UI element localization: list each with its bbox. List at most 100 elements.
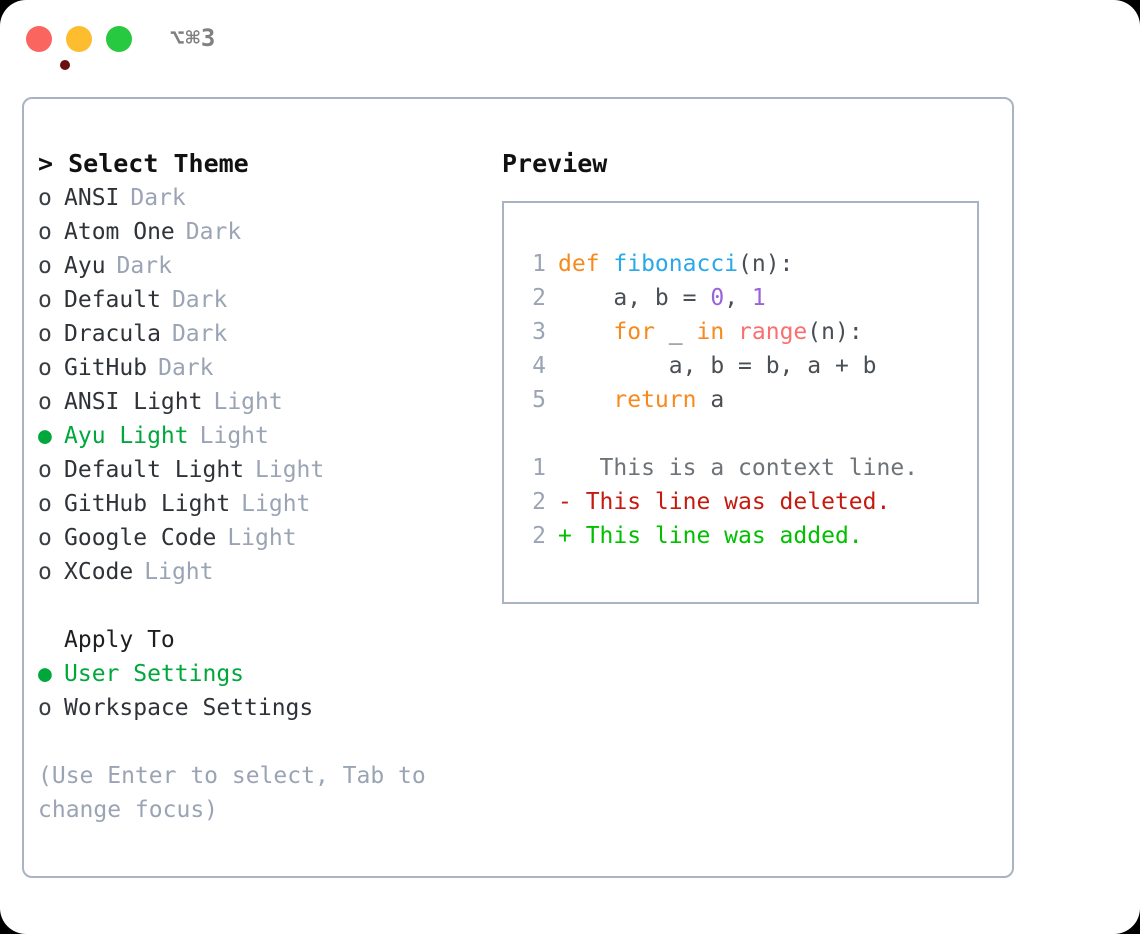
theme-item-tag: Light	[255, 457, 325, 483]
theme-item-tag: Dark	[171, 287, 228, 313]
line-number: 1	[532, 251, 546, 277]
section-spacer	[38, 589, 478, 623]
theme-item-label: Default Light	[64, 457, 245, 483]
theme-item-tag: Light	[199, 423, 269, 449]
theme-item-default[interactable]: o Default Dark	[38, 283, 478, 317]
apply-to-list[interactable]: ● User Settings o Workspace Settings	[38, 657, 478, 725]
theme-item-label: ANSI	[64, 185, 120, 211]
theme-item-tag: Dark	[130, 185, 186, 211]
window-titlebar: ⌥⌘3	[0, 0, 1140, 78]
diff-line-text: + This line was added.	[558, 523, 863, 549]
apply-to-item-label: Workspace Settings	[64, 695, 314, 721]
code-token: for	[613, 319, 655, 345]
radio-unselected-icon: o	[38, 355, 52, 381]
radio-unselected-icon: o	[38, 559, 52, 585]
theme-item-tag: Dark	[185, 219, 242, 245]
keyboard-shortcut-label: ⌥⌘3	[170, 24, 217, 52]
diff-line-text: - This line was deleted.	[558, 489, 891, 515]
preview-heading: Preview	[502, 149, 608, 178]
radio-unselected-icon: o	[38, 457, 52, 483]
diff-line-del: 2 - This line was deleted.	[524, 485, 971, 519]
theme-item-label: Atom One	[64, 219, 175, 245]
diff-line-ctx: 1 This is a context line.	[524, 451, 971, 485]
diff-line-add: 2 + This line was added.	[524, 519, 971, 553]
radio-unselected-icon: o	[38, 695, 52, 721]
code-token: 1	[751, 285, 766, 311]
code-token: (n):	[807, 319, 863, 345]
theme-item-github-light[interactable]: o GitHub Light Light	[38, 487, 478, 521]
line-number: 4	[532, 353, 546, 379]
code-token: ,	[724, 285, 752, 311]
line-number: 2	[532, 489, 546, 515]
theme-item-default-light[interactable]: o Default Light Light	[38, 453, 478, 487]
code-token: in	[696, 319, 725, 345]
code-token: a, b =	[558, 285, 711, 311]
line-number: 5	[532, 387, 546, 413]
apply-to-heading: Apply To	[64, 627, 175, 653]
apply-to-item-user-settings[interactable]: ● User Settings	[38, 657, 478, 691]
diff-line-text: This is a context line.	[558, 455, 919, 481]
theme-item-tag: Dark	[158, 355, 214, 381]
apply-to-item-label: User Settings	[64, 661, 245, 687]
theme-item-tag: Light	[241, 491, 311, 517]
code-line: 5 return a	[524, 383, 971, 417]
theme-item-tag: Dark	[171, 321, 228, 347]
keyboard-hint-text: (Use Enter to select, Tab to change focu…	[38, 763, 426, 823]
code-token: a, b = b, a + b	[558, 353, 877, 379]
theme-item-label: GitHub Light	[64, 491, 231, 517]
line-number: 3	[532, 319, 546, 345]
theme-item-label: Google Code	[64, 525, 217, 551]
theme-item-tag: Dark	[116, 253, 172, 279]
theme-item-label: Default	[64, 287, 161, 313]
theme-item-label: Dracula	[64, 321, 161, 347]
radio-unselected-icon: o	[38, 389, 52, 415]
code-token	[558, 387, 613, 413]
code-token: fibonacci	[613, 251, 739, 277]
code-token	[558, 319, 613, 345]
theme-item-label: GitHub	[64, 355, 148, 381]
code-token: a	[696, 387, 725, 413]
theme-item-label: Ayu	[64, 253, 106, 279]
radio-unselected-icon: o	[38, 287, 52, 313]
maximize-button[interactable]	[106, 26, 132, 52]
code-token: range	[738, 319, 808, 345]
radio-selected-icon: ●	[38, 661, 52, 687]
apply-to-item-workspace-settings[interactable]: o Workspace Settings	[38, 691, 478, 725]
select-theme-heading: > Select Theme	[38, 149, 249, 178]
code-line: 3 for _ in range(n):	[524, 315, 971, 349]
code-line: 1 def fibonacci(n):	[524, 247, 971, 281]
code-token: (n):	[738, 251, 794, 277]
theme-item-tag: Light	[227, 525, 297, 551]
close-button[interactable]	[26, 26, 70, 70]
code-diff-separator	[524, 417, 971, 451]
radio-unselected-icon: o	[38, 253, 52, 279]
theme-item-github[interactable]: o GitHub Dark	[38, 351, 478, 385]
theme-item-atom-one[interactable]: o Atom One Dark	[38, 215, 478, 249]
theme-item-google-code[interactable]: o Google Code Light	[38, 521, 478, 555]
theme-item-label: ANSI Light	[64, 389, 203, 415]
code-line: 4 a, b = b, a + b	[524, 349, 971, 383]
line-number: 1	[532, 455, 546, 481]
radio-unselected-icon: o	[38, 491, 52, 517]
radio-unselected-icon: o	[38, 219, 52, 245]
radio-unselected-icon: o	[38, 525, 52, 551]
theme-item-ayu[interactable]: o Ayu Dark	[38, 249, 478, 283]
code-token	[724, 319, 738, 345]
minimize-button[interactable]	[66, 26, 92, 52]
radio-selected-icon: ●	[38, 423, 52, 449]
code-token: return	[613, 387, 697, 413]
code-token: def	[558, 251, 614, 277]
line-number: 2	[532, 285, 546, 311]
line-number: 2	[532, 523, 546, 549]
